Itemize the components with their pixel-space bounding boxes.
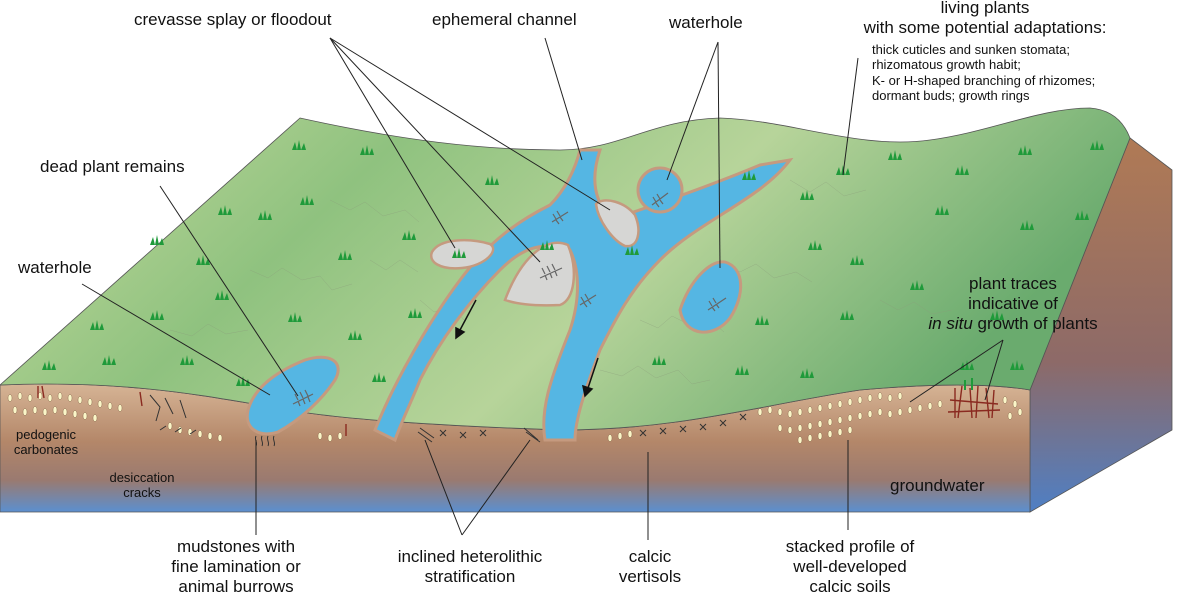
pedogenic-line-1: pedogenic — [16, 427, 76, 442]
adaptations-list: thick cuticles and sunken stomata; rhizo… — [872, 42, 1095, 103]
plant-traces-line-1: plant traces — [969, 274, 1057, 293]
adaptation-item: dormant buds; growth rings — [872, 87, 1030, 103]
label-ephemeral-channel: ephemeral channel — [432, 10, 577, 29]
label-dead-plant-remains: dead plant remains — [40, 157, 185, 176]
label-living-plants: living plants with some potential adapta… — [815, 0, 1155, 38]
label-pedogenic-carbonates: pedogenic carbonates — [6, 427, 86, 458]
label-groundwater: groundwater — [890, 476, 985, 495]
desiccation-line-1: desiccation — [109, 470, 175, 485]
waterhole-right — [678, 260, 743, 334]
label-inclined-heterolithic: inclined heterolithic stratification — [365, 547, 575, 587]
crevasse-splay-left — [430, 239, 495, 270]
mudstones-line-2: fine lamination or — [171, 557, 301, 577]
inclined-line-2: stratification — [424, 567, 516, 587]
plant-traces-italic: in situ — [928, 314, 973, 334]
plant-traces-end: growth of plants — [972, 314, 1098, 334]
stacked-line-1: stacked profile of — [785, 537, 915, 556]
mudstones-line-3: animal burrows — [178, 577, 294, 597]
label-waterhole-left: waterhole — [18, 258, 92, 277]
leader-lines — [81, 37, 1004, 540]
label-waterhole-top: waterhole — [669, 13, 743, 32]
pedogenic-carbonate-nodules — [7, 392, 1023, 444]
adaptation-item: K- or H-shaped branching of rhizomes; — [872, 72, 1096, 88]
vertisols-line-1: calcic — [628, 547, 672, 566]
label-mudstones: mudstones with fine lamination or animal… — [146, 537, 326, 597]
desiccation-crack-marks — [149, 394, 747, 439]
plant-traces-line-3: in situ growth of plants — [898, 314, 1128, 334]
mudstones-line-1: mudstones with — [176, 537, 296, 556]
label-desiccation-cracks: desiccation cracks — [92, 470, 192, 501]
label-plant-traces: plant traces indicative of in situ growt… — [898, 274, 1128, 334]
living-plants-title-1: living plants — [940, 0, 1030, 17]
desiccation-line-2: cracks — [123, 485, 161, 501]
crevasse-splay-center — [503, 241, 575, 307]
waterhole-top — [636, 166, 684, 214]
pedogenic-line-2: carbonates — [13, 442, 79, 458]
waterhole-left — [245, 355, 340, 436]
living-plants-title-2: with some potential adaptations: — [863, 18, 1107, 38]
inclined-line-1: inclined heterolithic — [397, 547, 543, 566]
living-plant-shoots — [964, 378, 973, 390]
label-calcic-vertisols: calcic vertisols — [600, 547, 700, 587]
plant-root-traces — [37, 385, 1001, 436]
dead-plant-remains-icon — [292, 192, 727, 407]
vertisols-line-2: vertisols — [618, 567, 682, 587]
stacked-line-2: well-developed — [793, 557, 907, 577]
adaptation-item: thick cuticles and sunken stomata; — [872, 42, 1070, 57]
label-crevasse-splay: crevasse splay or floodout — [134, 10, 332, 29]
flow-arrow-icon — [455, 299, 599, 398]
stacked-line-3: calcic soils — [809, 577, 891, 597]
grass-tuft-icons — [42, 140, 1104, 386]
plant-traces-line-2: indicative of — [968, 294, 1058, 314]
crevasse-splay-right — [594, 199, 640, 248]
label-stacked-profile: stacked profile of well-developed calcic… — [755, 537, 945, 597]
adaptation-item: rhizomatous growth habit; — [872, 57, 1021, 73]
ephemeral-channel — [373, 148, 794, 443]
